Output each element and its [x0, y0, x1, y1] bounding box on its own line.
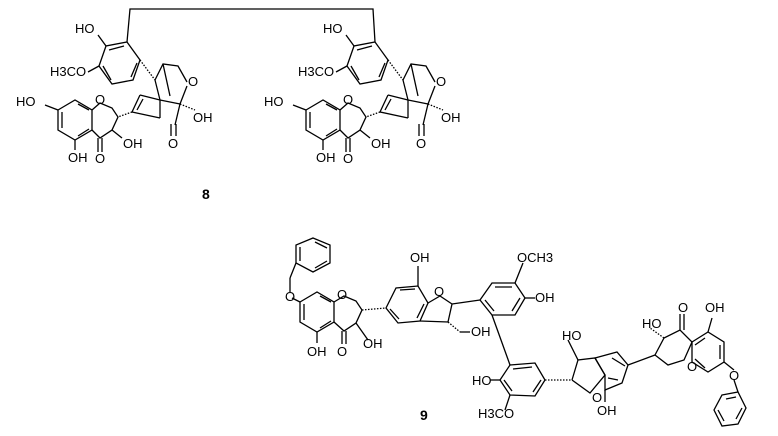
- ring-oxygen-label: O: [687, 359, 697, 374]
- hydroxyl-label: OH: [123, 136, 143, 151]
- compound-8-unit-2: [292, 34, 444, 152]
- ether-oxygen-label: O: [285, 289, 295, 304]
- ether-oxygen-label: O: [729, 368, 739, 383]
- hydroxyl-label: OH: [441, 110, 461, 125]
- hydroxyl-label: HO: [264, 94, 284, 109]
- ring-oxygen-label: O: [343, 92, 353, 107]
- ketone-label: O: [168, 136, 178, 151]
- hydroxyl-label: OH: [307, 344, 327, 359]
- compound-9-labels: O OH O OH O OH O OH OCH3 OH HO H3CO HO O…: [285, 250, 739, 421]
- hydroxyl-label: HO: [16, 94, 36, 109]
- compound-8-linker: [126, 8, 376, 43]
- compound-8-unit-2-labels: HO H3CO HO OH O OH O O OH O: [264, 21, 461, 166]
- hydroxyl-label: HO: [75, 21, 95, 36]
- ring-oxygen-label: O: [188, 74, 198, 89]
- hydroxyl-label: OH: [597, 403, 617, 418]
- hydroxyl-label: OH: [705, 300, 725, 315]
- ketone-label: O: [95, 151, 105, 166]
- compound-8-number: 8: [202, 186, 210, 202]
- hydroxyl-label: OH: [371, 136, 391, 151]
- hydroxyl-label: OH: [535, 290, 555, 305]
- hydroxyl-label: OH: [471, 324, 491, 339]
- methoxy-label: H3CO: [298, 64, 334, 79]
- hydroxyl-label: OH: [363, 336, 383, 351]
- compound-9-number: 9: [420, 407, 428, 423]
- hydroxyl-label: HO: [472, 373, 492, 388]
- compound-8-unit-1: [44, 34, 196, 152]
- hydroxyl-label: HO: [562, 328, 582, 343]
- methoxy-label: H3CO: [478, 406, 514, 421]
- compound-9-structure: [289, 237, 747, 427]
- ring-oxygen-label: O: [436, 74, 446, 89]
- methoxy-label: H3CO: [50, 64, 86, 79]
- methoxy-label: OCH3: [517, 250, 553, 265]
- hydroxyl-label: OH: [193, 110, 213, 125]
- hydroxyl-label: OH: [68, 150, 88, 165]
- ring-oxygen-label: O: [95, 92, 105, 107]
- hydroxyl-label: HO: [323, 21, 343, 36]
- hydroxyl-label: HO: [642, 316, 662, 331]
- compound-8-unit-1-labels: HO H3CO HO OH O OH O O OH O: [16, 21, 213, 166]
- ketone-label: O: [337, 344, 347, 359]
- ring-oxygen-label: O: [592, 390, 602, 405]
- hydroxyl-label: OH: [410, 250, 430, 265]
- ketone-label: O: [343, 151, 353, 166]
- ketone-label: O: [416, 136, 426, 151]
- hydroxyl-label: OH: [316, 150, 336, 165]
- ring-oxygen-label: O: [337, 287, 347, 302]
- ketone-label: O: [678, 300, 688, 315]
- ring-oxygen-label: O: [434, 284, 444, 299]
